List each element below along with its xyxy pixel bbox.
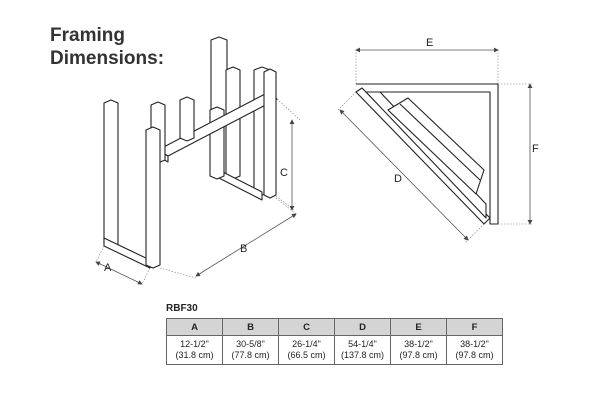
title-line-1: Framing [50, 25, 125, 46]
framing-title: Framing Dimensions: [50, 24, 164, 70]
table-header: A [166, 318, 223, 336]
title-line-2: Dimensions: [50, 48, 165, 69]
cell-inches: 54-1/4" [348, 339, 377, 349]
firebox-unit [387, 97, 485, 195]
framing-isometric: A B C [95, 36, 301, 285]
table-header: D [334, 318, 391, 336]
table-cell: 38-1/2"(97.8 cm) [390, 335, 447, 365]
cell-cm: (66.5 cm) [287, 350, 326, 360]
dim-label-a: A [104, 262, 112, 274]
cell-cm: (137.8 cm) [340, 350, 384, 360]
table-cell: 54-1/4"(137.8 cm) [334, 335, 391, 365]
dim-label-d: D [394, 173, 402, 185]
cell-cm: (97.8 cm) [399, 350, 438, 360]
table-header: E [390, 318, 447, 336]
table-row: 12-1/2"(31.8 cm) 30-5/8"(77.8 cm) 26-1/4… [166, 335, 503, 365]
table-cell: 38-1/2"(97.8 cm) [446, 335, 503, 365]
table-header: B [222, 318, 279, 336]
table-header: C [278, 318, 335, 336]
cell-cm: (31.8 cm) [175, 350, 214, 360]
dim-label-f: F [532, 143, 539, 155]
cell-inches: 26-1/4" [292, 339, 321, 349]
left-rear-stud [103, 99, 119, 248]
dim-label-e: E [426, 37, 433, 49]
table-header-row: A B C D E F [166, 318, 503, 336]
cell-cm: (77.8 cm) [231, 350, 270, 360]
dimensions-table: A B C D E F 12-1/2"(31.8 cm) 30-5/8"(77.… [166, 318, 503, 365]
cell-cm: (97.8 cm) [455, 350, 494, 360]
model-label: RBF30 [166, 303, 198, 314]
right-top-stud [263, 68, 277, 199]
cell-inches: 30-5/8" [236, 339, 265, 349]
cell-inches: 38-1/2" [460, 339, 489, 349]
table-cell: 30-5/8"(77.8 cm) [222, 335, 279, 365]
table-cell: 12-1/2"(31.8 cm) [166, 335, 223, 365]
cell-inches: 38-1/2" [404, 339, 433, 349]
cell-inches: 12-1/2" [180, 339, 209, 349]
corner-walls [356, 83, 499, 225]
left-front-stud [145, 126, 161, 269]
back-post-1 [179, 96, 195, 142]
table-cell: 26-1/4"(66.5 cm) [278, 335, 335, 365]
corner-plan-view: E F D [337, 37, 539, 243]
table-header: F [446, 318, 503, 336]
dim-label-c: C [280, 167, 288, 179]
dim-label-b: B [240, 243, 247, 255]
